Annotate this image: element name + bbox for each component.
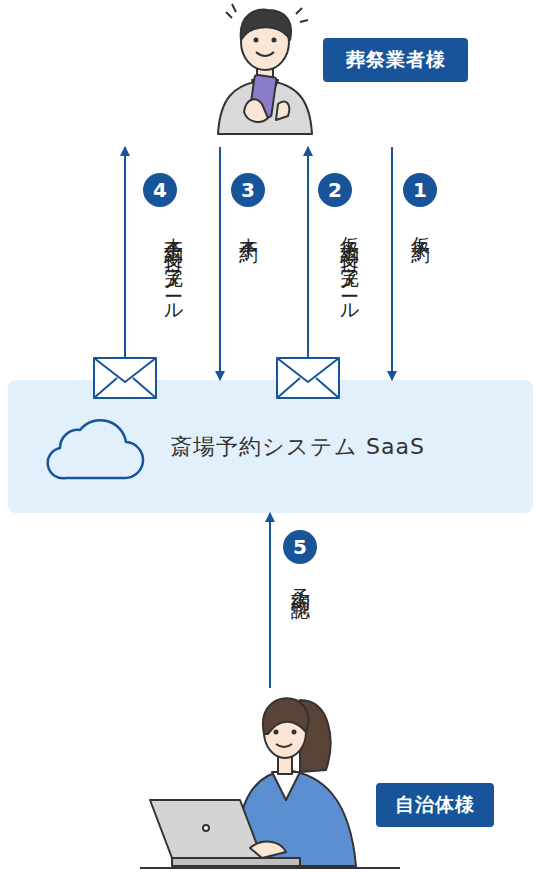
woman-figure [140,698,400,868]
node-label: 自治体様 [395,792,475,818]
edge-label: 本予約 [235,222,263,347]
edge-label: 本予約受付 完了メール [134,222,188,347]
flow-arrow [307,147,309,380]
system-band: 斎場予約システム SaaS [8,380,533,513]
edge-label: 予約確認 [287,573,315,673]
node-label: 斎場予約システム SaaS [170,432,425,462]
callout-number: 4 [143,173,177,207]
flow-arrow [269,513,271,688]
edge-label: 仮予約 [407,222,435,347]
node-label: 葬祭業者様 [346,47,446,73]
flow-arrow [391,147,393,380]
callout-number: 1 [403,173,437,207]
callout-number: 5 [283,530,317,564]
actor-tag: 自治体様 [376,783,494,827]
flow-arrow [124,147,126,380]
flow-arrow [219,147,221,380]
callout-number: 2 [318,173,352,207]
edge-label: 仮予約受付 完了メール [310,222,364,347]
callout-number: 3 [231,173,265,207]
man-figure [218,4,312,134]
actor-tag: 葬祭業者様 [323,38,468,82]
